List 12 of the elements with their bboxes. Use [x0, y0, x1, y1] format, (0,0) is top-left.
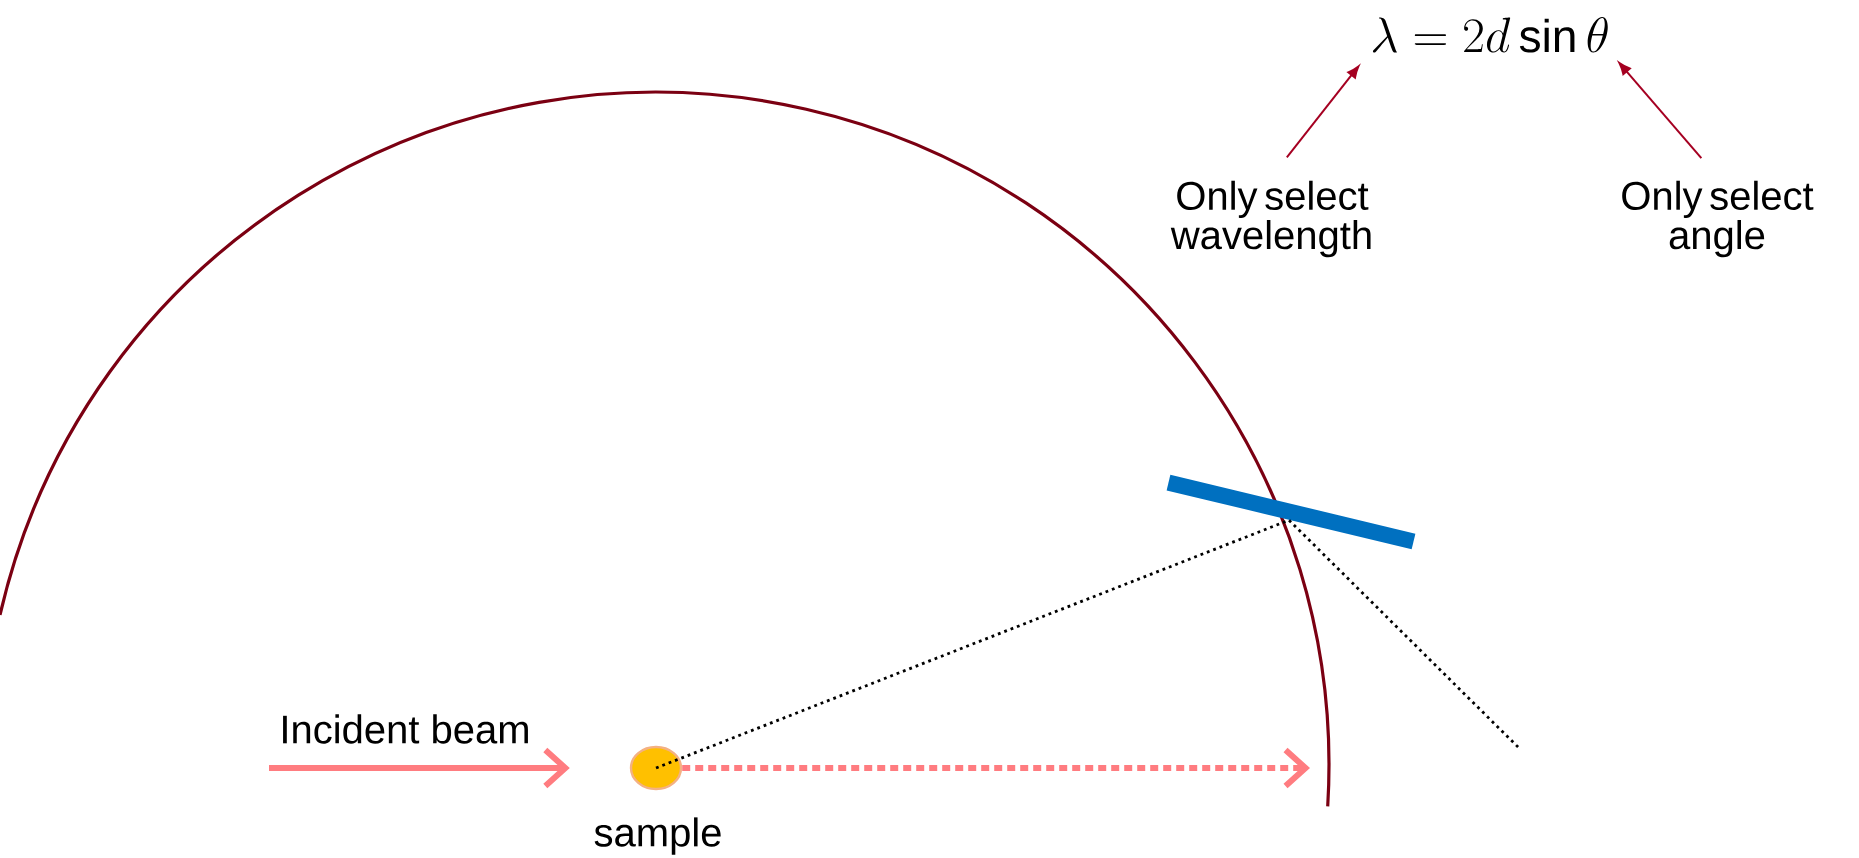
annotation-text: Only select wavelength [1170, 180, 1371, 258]
beam-arrow [682, 747, 1310, 789]
sample-dot [629, 745, 683, 791]
sample-label: sample [594, 817, 721, 855]
annotation-arrow [1285, 65, 1360, 159]
beam-arrow [269, 747, 570, 789]
crystal-bar [1166, 474, 1416, 550]
diffraction-path [1288, 519, 1521, 750]
annotation-text: Only select angle [1622, 180, 1814, 258]
annotation-arrow [1618, 62, 1703, 160]
edge-label: Incident beam [277, 712, 533, 746]
formula: $\lambda = 2d\sin\theta$ [1372, 17, 1608, 53]
